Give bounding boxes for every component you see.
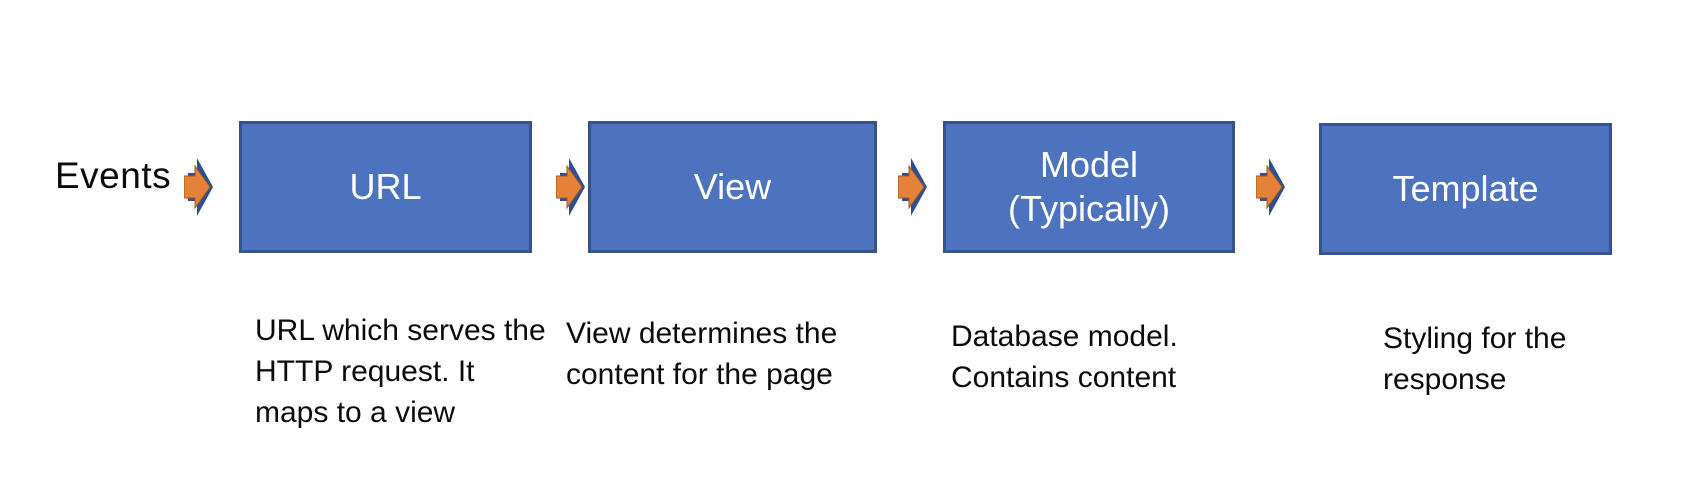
stage-box-template-label: Template <box>1392 168 1539 209</box>
stage-box-template: Template <box>1319 123 1612 255</box>
stage-description-view: View determines the content for the page <box>566 317 838 391</box>
stage-description-model: Database model. Contains content <box>951 320 1178 394</box>
flow-arrow-icon <box>184 158 213 216</box>
stage-box-url: URL <box>239 121 532 253</box>
stage-box-view: View <box>588 121 877 253</box>
stage-description-template: Styling for the response <box>1383 322 1567 396</box>
flow-arrow-icon <box>556 158 585 216</box>
stage-description-url: URL which serves the HTTP request. It ma… <box>255 314 546 429</box>
stage-box-model-label: Model (Typically) <box>1007 144 1171 229</box>
flow-arrow-icon <box>1256 158 1285 216</box>
stage-box-model: Model (Typically) <box>943 121 1235 253</box>
stage-box-view-label: View <box>693 166 772 207</box>
events-label: Events <box>55 155 172 196</box>
flow-arrow-icon <box>898 158 927 216</box>
stage-box-url-label: URL <box>349 166 422 207</box>
